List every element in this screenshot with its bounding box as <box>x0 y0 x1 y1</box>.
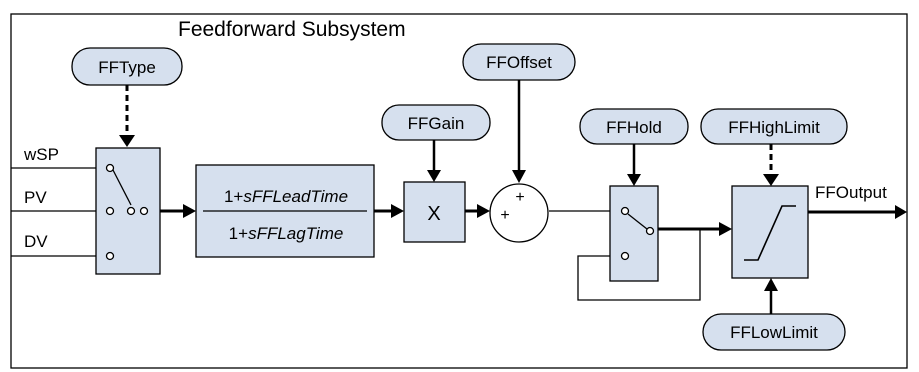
output-label: FFOutput <box>815 183 887 202</box>
summing-junction <box>489 183 549 243</box>
hold-feedback-line <box>577 229 701 301</box>
ffgain-param: FFGain <box>381 104 491 141</box>
multiplier-block <box>403 181 466 243</box>
input-label-dv: DV <box>24 232 48 251</box>
ffgain-arrowhead <box>427 170 441 182</box>
hold-node-out <box>645 226 655 236</box>
fftype-arrowhead <box>119 135 135 147</box>
input-label-pv: PV <box>24 188 47 207</box>
lead-lag-numerator: 1+sFFLeadTime <box>224 187 348 206</box>
ffhold-label: FFHold <box>606 118 662 137</box>
ffoffset-label: FFOffset <box>486 53 552 72</box>
summer-sign-top: + <box>515 189 524 206</box>
fftype-label: FFType <box>98 58 156 77</box>
mult-arrowhead <box>391 204 404 218</box>
summer-sign-left: + <box>500 207 509 224</box>
ffhold-arrowhead <box>627 174 641 186</box>
ffhighlimit-label: FFHighLimit <box>728 118 820 137</box>
ffhold-param: FFHold <box>579 108 689 145</box>
limiter-arrowhead <box>719 222 732 236</box>
diagram-title: Feedforward Subsystem <box>178 18 406 41</box>
ffoffset-arrowhead <box>512 170 526 183</box>
hold-node-input <box>620 206 630 216</box>
selector-node-pv <box>105 206 115 216</box>
selector-node-out <box>139 206 149 216</box>
ffoffset-param: FFOffset <box>462 43 576 81</box>
input-label-wsp: wSP <box>23 145 59 164</box>
ffhighlimit-arrowhead <box>763 174 779 186</box>
hold-node-feedback <box>620 251 630 261</box>
multiplier-symbol: X <box>427 203 440 225</box>
fftype-param: FFType <box>71 47 183 86</box>
fflowlimit-param: FFLowLimit <box>702 313 846 351</box>
selector-node-dv <box>105 251 115 261</box>
lead-lag-denominator: 1+sFFLagTime <box>229 224 344 243</box>
fflowlimit-label: FFLowLimit <box>730 323 818 342</box>
output-arrowhead <box>895 205 907 219</box>
leadlag-arrowhead <box>183 204 196 218</box>
fflowlimit-arrowhead <box>764 278 778 291</box>
selector-node-common <box>126 206 136 216</box>
ffhighlimit-param: FFHighLimit <box>700 108 848 145</box>
selector-node-wsp <box>105 163 115 173</box>
ffgain-label: FFGain <box>408 114 465 133</box>
limiter-curve <box>744 205 796 261</box>
selector-switch-arm <box>112 169 132 206</box>
diagram-frame <box>10 13 908 369</box>
hold-switch-arm <box>627 213 648 230</box>
summer-arrowhead <box>477 204 490 218</box>
